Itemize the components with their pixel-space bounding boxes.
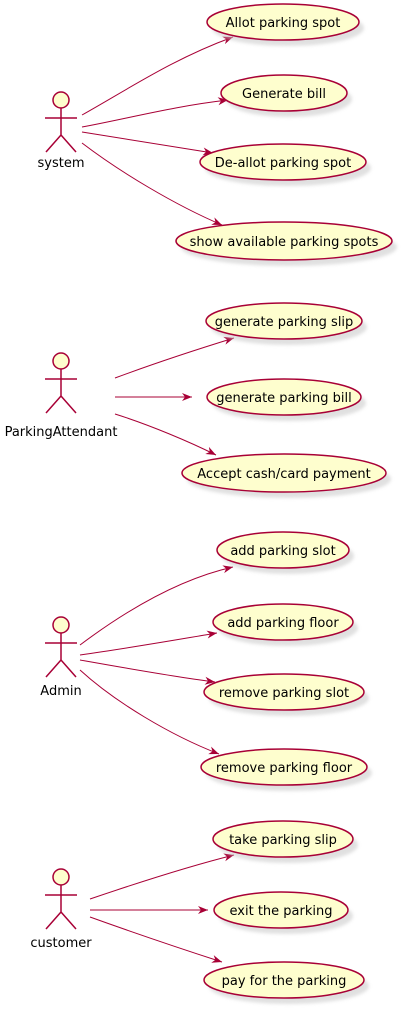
actor-label: system: [38, 156, 85, 171]
edge-customer-pay: [89, 916, 223, 963]
use-case-add-parking-floor: add parking floor: [212, 603, 358, 646]
actor-label: Admin: [40, 684, 81, 699]
use-case-ellipse: [206, 378, 362, 416]
arrowhead: [217, 97, 228, 106]
use-case-ellipse: [181, 453, 387, 493]
arrowhead: [204, 676, 215, 685]
use-case-label: pay for the parking: [222, 974, 347, 989]
edge-attendant-payment: [114, 413, 217, 456]
actor-body: [45, 633, 77, 678]
use-case-add-parking-slot: add parking slot: [216, 531, 354, 574]
use-case-show-available-parking-spots: show available parking spots: [175, 221, 397, 266]
use-case-allot-parking-spot: Allot parking spot: [206, 3, 364, 46]
use-case-label: add parking slot: [230, 544, 335, 559]
arrowhead: [198, 906, 208, 914]
actor-head: [52, 352, 70, 370]
arrowhead: [222, 565, 233, 574]
use-case-label: generate parking bill: [216, 391, 351, 406]
use-case-exit-the-parking: exit the parking: [213, 891, 353, 934]
actor-body: [45, 108, 77, 153]
actor-head: [52, 868, 70, 886]
use-case-label: remove parking slot: [219, 686, 349, 701]
edge-admin-slot: [79, 566, 234, 646]
edge-system-allot: [81, 36, 234, 116]
edge-admin-floor: [79, 632, 218, 656]
use-case-generate-bill: Generate bill: [220, 74, 352, 117]
use-case-label: Generate bill: [242, 87, 326, 102]
arrowhead: [211, 955, 222, 963]
use-case-label: De-allot parking spot: [215, 156, 351, 171]
edge-system-deallot: [81, 131, 214, 154]
arrowhead: [205, 446, 216, 455]
use-case-label: generate parking slip: [215, 315, 354, 330]
use-case-label: take parking slip: [229, 833, 337, 848]
edge-system-show-spots: [81, 142, 223, 226]
arrowheads: [182, 36, 234, 963]
use-case-ellipse: [203, 673, 365, 711]
use-case-generate-parking-bill: generate parking bill: [206, 378, 366, 421]
use-case-generate-parking-slip: generate parking slip: [205, 302, 367, 345]
use-case-accept-cash-card-payment: Accept cash/card payment: [181, 453, 391, 498]
use-case-label: show available parking spots: [190, 235, 379, 250]
arrowhead: [211, 217, 222, 225]
actor-customer: customer: [30, 868, 92, 951]
association-edges: [79, 36, 235, 963]
edge-admin-remove-floor: [79, 669, 220, 755]
arrowhead: [206, 630, 217, 639]
use-case-remove-parking-floor: remove parking floor: [200, 748, 372, 791]
use-case-label: Allot parking spot: [226, 16, 341, 31]
edge-admin-remove-slot: [79, 659, 216, 683]
use-case-ellipse: [175, 221, 393, 261]
actor-body: [45, 885, 77, 930]
use-case-ellipse: [213, 891, 349, 929]
use-case-ellipse: [220, 74, 348, 112]
actor-system: system: [38, 91, 85, 171]
edge-system-generate-bill: [81, 99, 229, 128]
actor-label: customer: [30, 936, 92, 951]
actor-parking-attendant: ParkingAttendant: [5, 352, 118, 440]
use-case-label: exit the parking: [230, 904, 333, 919]
edge-customer-slip: [89, 854, 235, 900]
actor-head: [52, 91, 70, 109]
actor-admin: Admin: [40, 616, 82, 699]
use-case-ellipse: [216, 531, 350, 569]
use-case-pay-for-the-parking: pay for the parking: [203, 961, 369, 1004]
use-case-ellipse: [203, 961, 365, 999]
use-case-label: add parking floor: [227, 616, 339, 631]
use-case-take-parking-slip: take parking slip: [212, 820, 358, 863]
use-case-ellipse: [199, 143, 367, 181]
use-case-ellipse: [206, 3, 360, 41]
use-case-ellipse: [212, 820, 354, 858]
arrowhead: [208, 746, 219, 755]
use-case-label: Accept cash/card payment: [197, 467, 370, 482]
edge-attendant-slip: [114, 337, 235, 379]
use-case-de-allot-parking-spot: De-allot parking spot: [199, 143, 371, 186]
actor-label: ParkingAttendant: [5, 425, 118, 440]
arrowhead: [182, 393, 192, 401]
use-case-remove-parking-slot: remove parking slot: [203, 673, 369, 716]
actor-body: [45, 369, 77, 414]
actor-head: [52, 616, 70, 634]
use-case-ellipse: [205, 302, 363, 340]
use-case-label: remove parking floor: [216, 761, 353, 776]
use-case-ellipse: [212, 603, 354, 641]
use-case-ellipse: [200, 748, 368, 786]
